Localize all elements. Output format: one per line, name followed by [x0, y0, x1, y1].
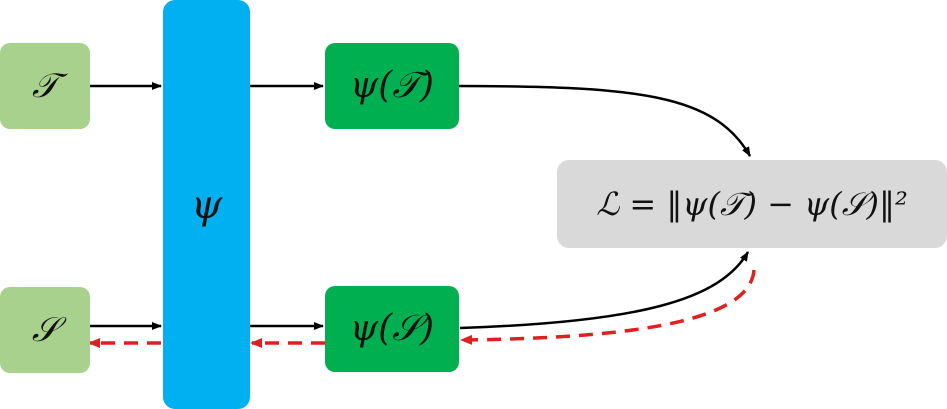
edge-embed-target-to-loss: [457, 84, 752, 157]
loss-node: ℒ = ‖ψ(𝒯) − ψ(𝒮)‖²: [557, 160, 947, 248]
embed-target-node: ψ(𝒯): [325, 43, 459, 129]
encoder-node: ψ: [163, 0, 250, 409]
input-source-node: 𝒮: [0, 287, 90, 373]
edge-embed-source-to-loss: [459, 251, 750, 330]
gradient-loss-to-embed-source: [460, 269, 756, 345]
input-target-node: 𝒯: [0, 43, 90, 129]
embed-source-node: ψ(𝒮): [325, 286, 459, 372]
